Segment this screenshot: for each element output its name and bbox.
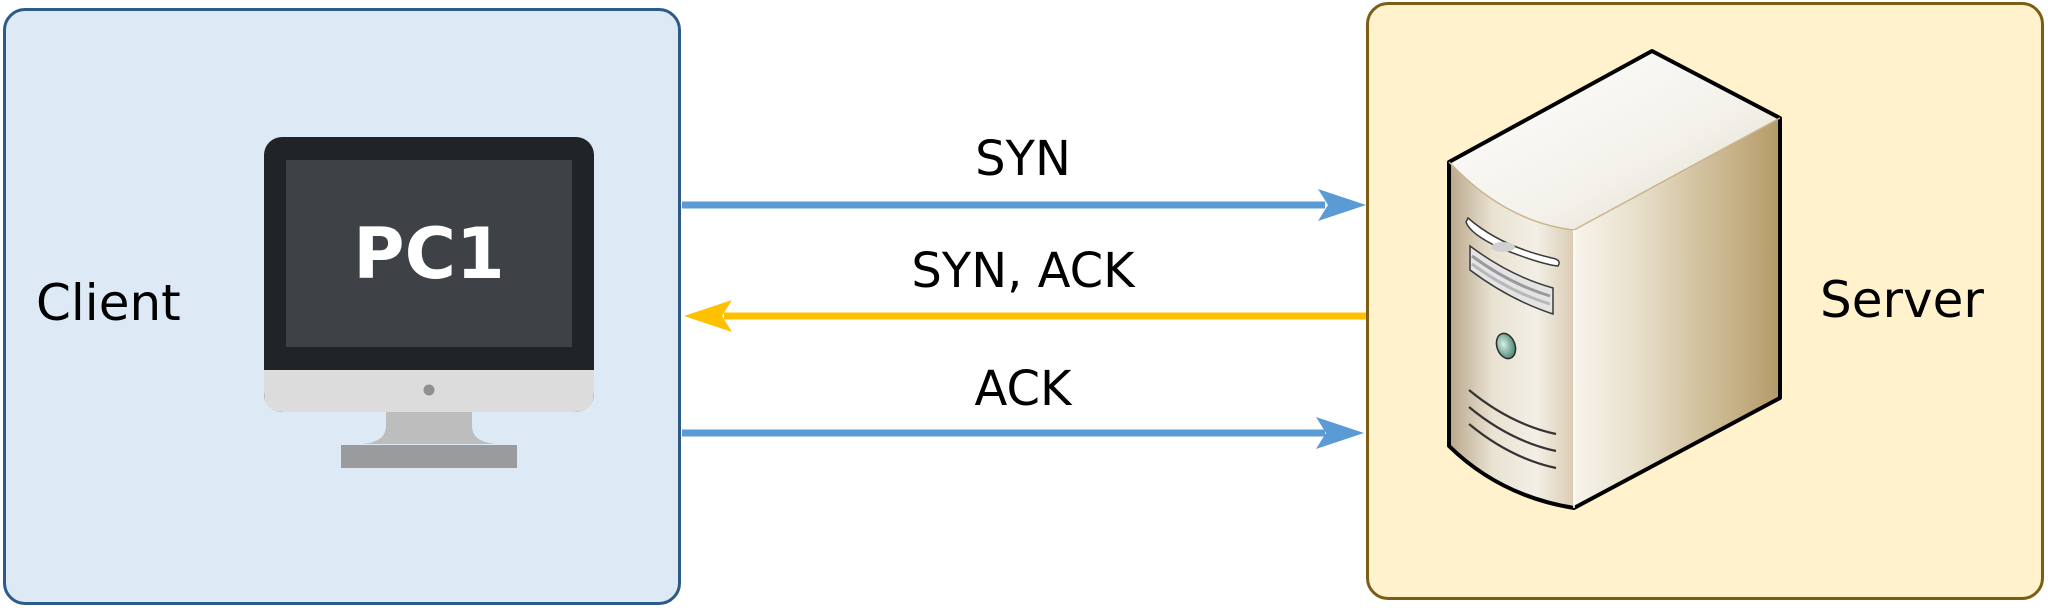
syn-arrow [682, 189, 1366, 221]
syn-label: SYN [975, 131, 1071, 187]
ack-arrow [682, 417, 1364, 449]
pc1-device-label: PC1 [353, 213, 504, 295]
computer-monitor-icon: PC1 [264, 137, 594, 468]
server-label: Server [1820, 271, 1984, 329]
syn-ack-arrow [684, 300, 1366, 332]
client-label: Client [36, 274, 181, 332]
syn-ack-label: SYN, ACK [911, 243, 1135, 299]
server-tower-icon [1447, 49, 1782, 510]
ack-label: ACK [974, 361, 1072, 417]
